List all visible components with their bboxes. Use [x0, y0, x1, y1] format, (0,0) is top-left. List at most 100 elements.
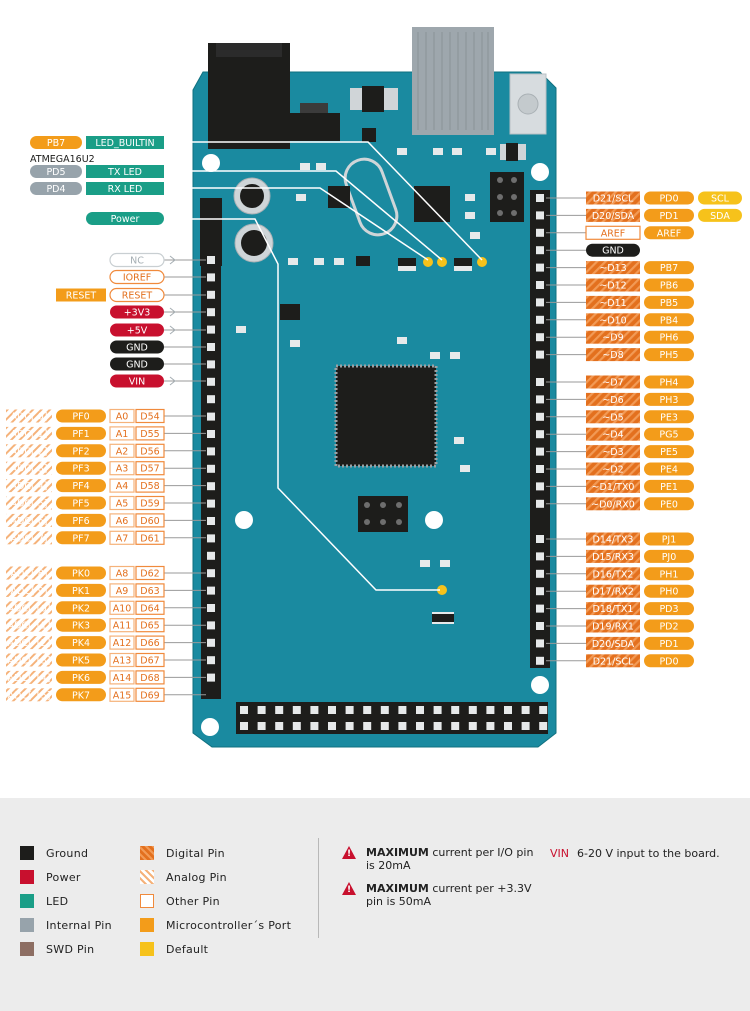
- digital-pin-label: ~D5: [586, 410, 640, 424]
- digital-pin-label-text: ~D3: [602, 447, 623, 458]
- digital-pin-label: ~D13: [586, 261, 640, 275]
- header-pin: [539, 706, 548, 714]
- atmega16u2-chip: [414, 186, 450, 222]
- port-label-text: PE4: [660, 465, 678, 476]
- port-label-text: PE1: [660, 482, 678, 493]
- port-label: PF3: [56, 461, 106, 475]
- analog-pin-label: A10: [109, 600, 135, 615]
- digital-pin-label: D60: [135, 513, 165, 528]
- header-pin-label-text: GND: [126, 343, 148, 354]
- port-label-text: PD3: [659, 604, 678, 615]
- other-pin-label-text: AREF: [601, 228, 626, 239]
- legend-item: Default: [140, 942, 208, 956]
- header-pin: [521, 722, 530, 730]
- digital-pin-label-text: D69: [140, 690, 159, 701]
- tx-led-label: TX LED: [86, 165, 164, 178]
- port-label-text: PF1: [72, 429, 89, 440]
- power-led-label: Power: [86, 212, 164, 225]
- header-pin-label: GND: [110, 340, 164, 354]
- legend-label: Digital Pin: [166, 846, 225, 860]
- digital-pin-label-text: ~D0/RX0: [591, 499, 635, 510]
- header-pin-label: RESET: [109, 287, 165, 303]
- port-label: PK1: [56, 583, 106, 597]
- port-label: PE5: [644, 445, 694, 459]
- analog-pin-label-text: A7: [116, 533, 129, 544]
- port-label-text: PH6: [660, 333, 679, 344]
- port-label-text: PB4: [660, 315, 678, 326]
- arrow-icon: [169, 255, 176, 265]
- adc-label: ADC[ 0]: [6, 409, 52, 423]
- digital-pin-label: D66: [135, 635, 165, 650]
- digital-pin-label-text: ~D11: [599, 298, 626, 309]
- port-label-text: PH0: [660, 587, 679, 598]
- analog-pin-label-text: A0: [116, 412, 129, 423]
- header-pin: [207, 621, 215, 630]
- header-pin-label-text: GND: [126, 360, 148, 371]
- header-pin: [328, 722, 336, 730]
- port-label-text: PB7: [660, 263, 678, 274]
- digital-pin-label: ~D12: [586, 278, 640, 292]
- digital-pin-label-text: D65: [140, 621, 159, 632]
- digital-pin-label: ~D1/TX0: [586, 479, 640, 493]
- adc-label-text: ADC[ 5]: [11, 499, 48, 510]
- header-pin: [486, 722, 495, 730]
- digital-pin-label-text: ~D10: [599, 315, 626, 326]
- adc-label-text: ADC[ 2]: [11, 446, 48, 457]
- header-pin: [363, 706, 372, 714]
- left-header: [201, 249, 221, 699]
- analog-pin-label: A7: [109, 530, 135, 545]
- adc-label-text: ADC[ 12]: [8, 638, 51, 649]
- port-label: PK0: [56, 566, 106, 580]
- port-label-text: PE0: [660, 499, 678, 510]
- header-pin: [207, 482, 215, 491]
- digital-pin-label-text: D54: [140, 412, 159, 423]
- port-label: AREF: [644, 226, 694, 240]
- header-pin: [536, 412, 544, 421]
- analog-pin-label-text: A12: [113, 638, 132, 649]
- tx-led-label-text: TX LED: [107, 167, 142, 178]
- header-pin: [536, 228, 544, 237]
- digital-pin-label-text: ~D2: [602, 465, 623, 476]
- digital-pin-label: ~D11: [586, 295, 640, 309]
- digital-pin-label: D16/TX2: [586, 567, 640, 581]
- digital-pin-label-text: ~D8: [602, 350, 623, 361]
- port-label-text: PK4: [72, 638, 90, 649]
- default-label-text: SDA: [710, 211, 730, 222]
- port-label: PD3: [644, 602, 694, 616]
- header-pin: [416, 706, 424, 714]
- digital-pin-label-text: D17/RX2: [592, 587, 634, 598]
- legend-item: LED: [20, 894, 68, 908]
- header-pin: [207, 673, 215, 682]
- port-label: PF5: [56, 496, 106, 510]
- analog-pin-label-text: A3: [116, 464, 129, 475]
- header-pin: [536, 465, 544, 473]
- header-pin: [207, 325, 215, 334]
- port-label: PB5: [644, 295, 694, 309]
- header-pin: [207, 273, 215, 282]
- port-label-text: PH4: [660, 378, 679, 389]
- adc-label-text: ADC[ 4]: [11, 481, 48, 492]
- port-label: PD0: [644, 191, 694, 205]
- header-pin: [310, 706, 319, 714]
- note-bold: MAXIMUM: [366, 846, 429, 859]
- header-pin: [539, 722, 548, 730]
- header-pin: [536, 281, 544, 289]
- header-pin: [536, 482, 544, 491]
- port-label: PK5: [56, 653, 106, 667]
- digital-pin-label: D54: [135, 408, 165, 424]
- port-label-text: PH1: [660, 569, 679, 580]
- port-label-text: PD0: [659, 194, 678, 205]
- legend-label: Internal Pin: [46, 918, 112, 932]
- tx-led-port-label-text: PD5: [46, 167, 65, 178]
- digital-pin-label: D63: [135, 583, 165, 598]
- analog-pin-label: A1: [109, 426, 135, 441]
- analog-pin-label: A8: [109, 565, 135, 581]
- port-label: PK6: [56, 670, 106, 684]
- header-pin: [536, 604, 544, 613]
- header-pin-label-text: NC: [130, 256, 144, 267]
- port-label: PE3: [644, 410, 694, 424]
- adc-label-text: ADC[ 8]: [11, 569, 48, 580]
- legend-divider: [318, 838, 319, 938]
- digital-pin-label-text: ~D5: [602, 412, 623, 423]
